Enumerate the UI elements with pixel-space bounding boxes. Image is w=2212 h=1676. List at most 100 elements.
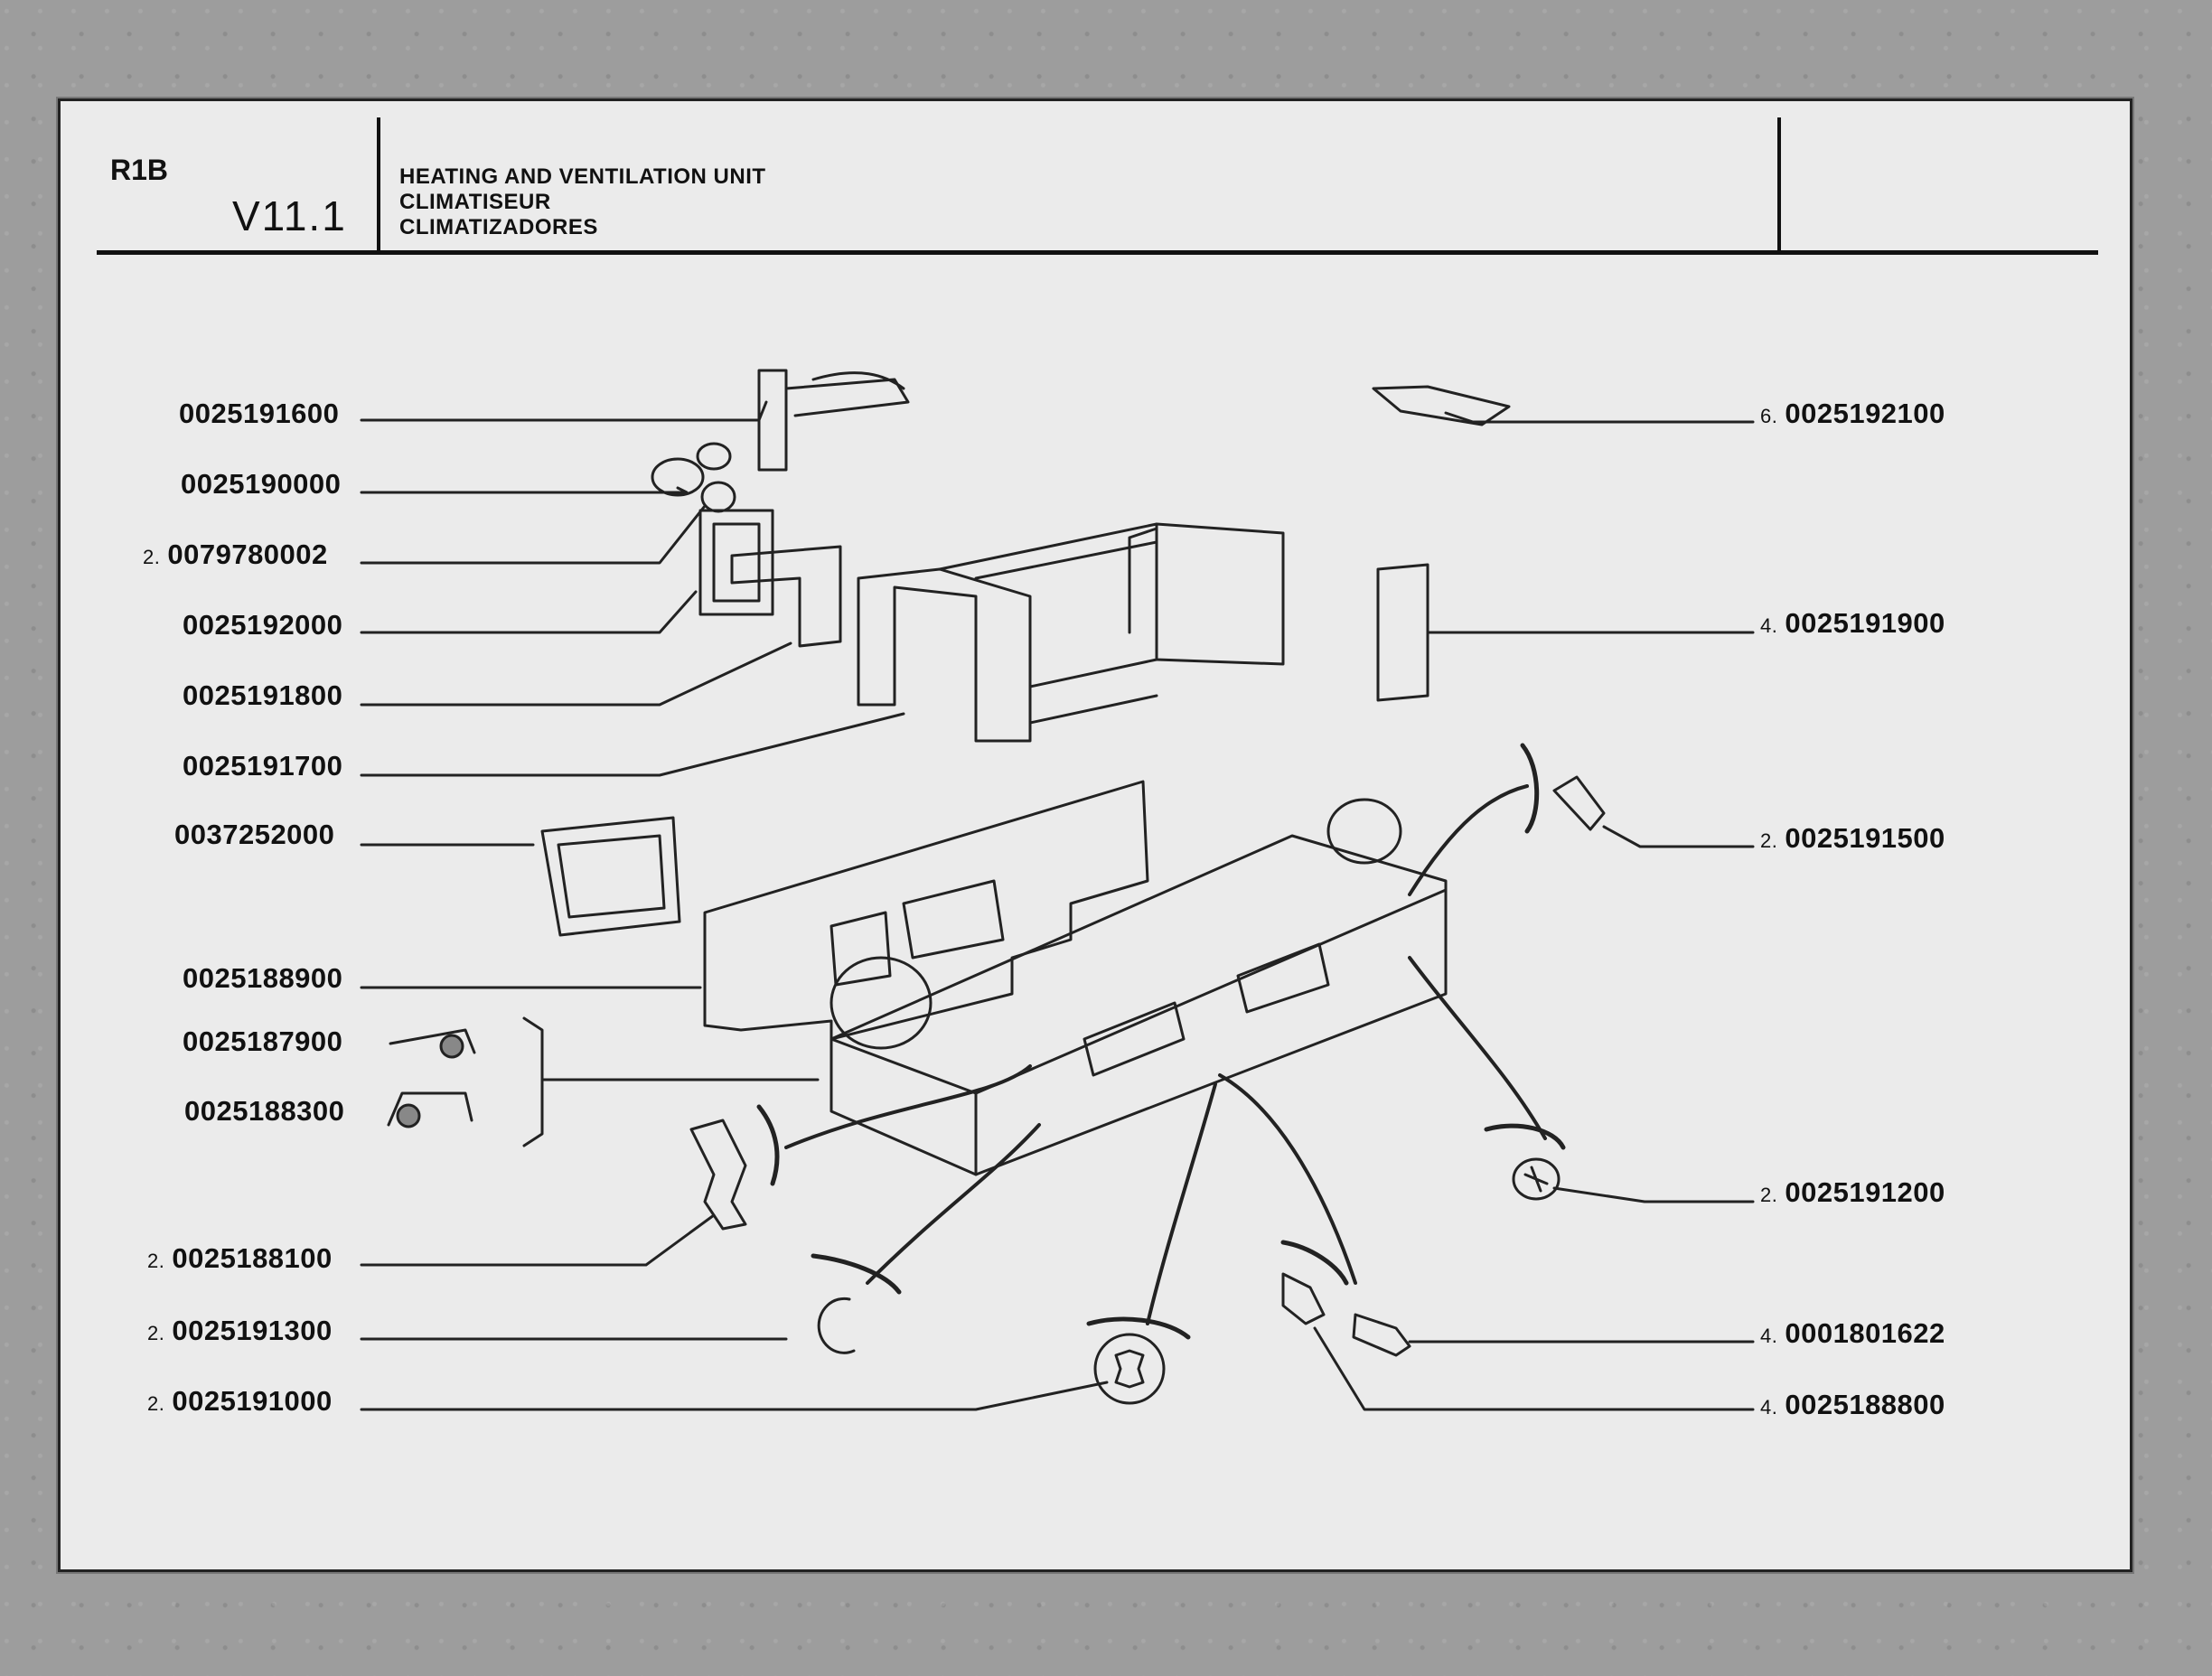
title-spanish: CLIMATIZADORES [399, 215, 598, 239]
star-washer-inner [1114, 1349, 1145, 1389]
leader-line [360, 590, 698, 634]
unit-vent [1083, 1001, 1186, 1077]
header-rule [97, 250, 2098, 255]
title-english: HEATING AND VENTILATION UNIT [399, 164, 766, 189]
part-number: 0025191600 [179, 398, 340, 429]
part-label-left: 2. 0079780002 [143, 538, 328, 571]
part-label-right: 2. 0025191200 [1760, 1176, 1945, 1209]
cable-sleeve [1086, 1316, 1191, 1340]
panel-window [902, 879, 1005, 960]
part-label-left: 2. 0025191300 [147, 1315, 333, 1347]
panel-window [830, 911, 892, 987]
knob-symbol-dot [396, 1103, 421, 1128]
part-label-left: 2. 0025188100 [147, 1242, 333, 1275]
cable-sleeve [811, 1253, 902, 1295]
gasket-frame [698, 509, 774, 616]
part-number: 0001801622 [1785, 1317, 1945, 1349]
duct-seal [540, 816, 681, 937]
part-label-right: 4.0001801622 [1760, 1317, 1945, 1350]
leader-line [1552, 1186, 1755, 1203]
heater-matrix [857, 567, 1032, 743]
part-qty: 2. [1760, 1184, 1778, 1206]
part-label-right: 6. 0025192100 [1760, 398, 1945, 430]
knob-symbol-dot [439, 1034, 464, 1059]
control-cable [784, 1064, 1032, 1149]
part-label-left: 0025187900 [175, 1025, 342, 1058]
part-number: 0025188300 [184, 1095, 345, 1127]
star-washer [1093, 1333, 1166, 1405]
cable-sleeve [1280, 1240, 1349, 1286]
part-number: 0025191300 [172, 1315, 333, 1346]
part-number: 0025191000 [172, 1385, 333, 1417]
valve-cable [811, 371, 905, 390]
part-number: 0025188900 [183, 962, 343, 994]
round-washer-inner [1523, 1166, 1549, 1193]
part-label-left: 0025191600 [172, 398, 339, 430]
blower-housing-left [830, 956, 933, 1050]
valve [757, 369, 910, 472]
model-code: R1B [110, 154, 169, 186]
part-number: 0037252000 [174, 819, 335, 850]
seal-ring [700, 481, 736, 513]
part-label-left: 0025191800 [175, 679, 342, 712]
cable-sleeve [1520, 743, 1540, 834]
leader-line [360, 504, 707, 565]
part-number: 0025187900 [183, 1025, 343, 1057]
part-number: 0025191200 [1785, 1176, 1945, 1208]
cable-sleeve [1484, 1123, 1566, 1150]
bracket-plate [730, 545, 842, 648]
control-cable [1218, 1073, 1357, 1285]
part-label-left: 0025188900 [175, 962, 342, 995]
cable-sleeve [756, 1104, 780, 1186]
control-knob [689, 1119, 747, 1231]
part-qty: 2. [143, 546, 161, 568]
part-number: 0025190000 [181, 468, 342, 500]
part-label-right: 4.0025188800 [1760, 1389, 1945, 1421]
part-number: 0025191900 [1785, 607, 1945, 639]
sheet-number: V11.1 [232, 192, 347, 239]
leader-line [360, 712, 905, 777]
part-number: 0025188800 [1785, 1389, 1945, 1420]
part-number: 0025191800 [183, 679, 343, 711]
circlip [817, 1297, 856, 1354]
parts-catalog-sheet: R1B V11.1 HEATING AND VENTILATION UNIT C… [58, 98, 2132, 1572]
leader-line [360, 400, 768, 422]
hose-clip [696, 442, 732, 471]
heater-rod [974, 540, 1158, 725]
header-divider-left [377, 117, 380, 253]
part-qty: 4. [1760, 614, 1778, 637]
part-number: 0025192100 [1785, 398, 1945, 429]
part-number: 0025191700 [183, 750, 343, 782]
cable-end-fitting [1552, 775, 1606, 831]
bracket [522, 1016, 544, 1147]
blower-housing-right [1326, 798, 1402, 865]
knob-symbol [389, 1028, 476, 1054]
part-qty: 2. [147, 1250, 165, 1272]
clip-nut [1281, 1272, 1326, 1325]
clip-strip [1372, 385, 1511, 426]
knob-symbol [387, 1091, 473, 1127]
control-cable [1146, 1082, 1217, 1325]
main-unit [830, 834, 1448, 1176]
header-divider-right [1777, 117, 1781, 253]
part-qty: 2. [147, 1322, 165, 1344]
part-label-left: 0037252000 [167, 819, 334, 851]
part-number: 0025188100 [172, 1242, 333, 1274]
part-label-left: 0025192000 [175, 609, 342, 641]
part-qty: 2. [147, 1392, 165, 1415]
screw [1352, 1313, 1411, 1357]
foam-pad [1376, 563, 1429, 702]
part-label-left: 2. 0025191000 [147, 1385, 333, 1418]
leader-line [360, 486, 689, 494]
control-cable [1408, 784, 1529, 896]
leader-line [1602, 825, 1755, 848]
casing-panel [703, 780, 1149, 1041]
hose-clip [651, 457, 705, 497]
part-number: 0025192000 [183, 609, 343, 641]
part-label-right: 2.0025191500 [1760, 822, 1945, 855]
part-qty: 6. [1760, 405, 1778, 427]
part-label-left: 0025188300 [177, 1095, 344, 1128]
part-number: 0079780002 [167, 538, 328, 570]
control-cable [1408, 956, 1547, 1140]
